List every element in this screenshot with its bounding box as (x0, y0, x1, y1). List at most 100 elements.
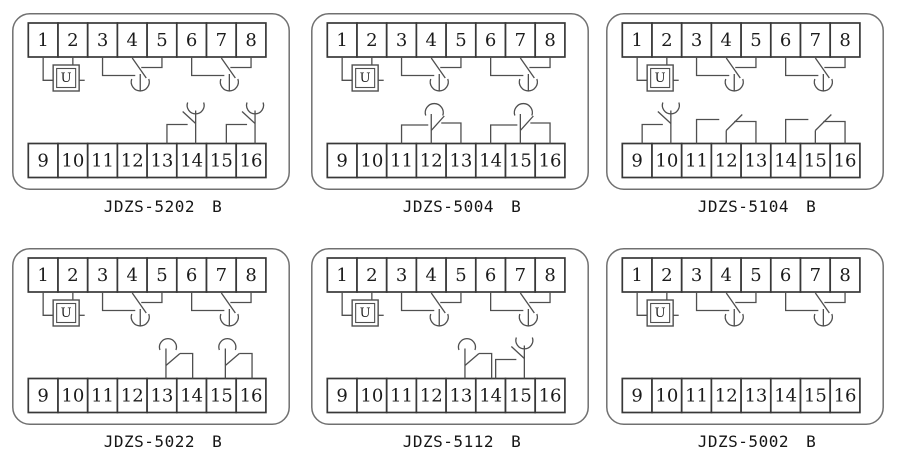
delay-arc-cup (724, 78, 744, 92)
lead-line (225, 123, 248, 144)
terminal-cell (205, 257, 238, 293)
terminal-number: 1 (37, 265, 48, 286)
delay-arc-dome (424, 102, 444, 116)
terminal-number: 6 (485, 30, 496, 51)
lead-line (141, 292, 163, 304)
delay-arc-cup (429, 78, 449, 92)
u-box-label: U (61, 306, 72, 321)
terminal-cell (769, 377, 802, 414)
terminal-number: 1 (37, 30, 48, 51)
lead-line (191, 57, 225, 77)
terminal-number: 15 (804, 386, 827, 407)
terminal-number: 3 (691, 265, 702, 286)
lead-line (141, 57, 163, 69)
lead-line (495, 358, 517, 379)
contact-blade (725, 114, 743, 131)
u-box-inner (355, 302, 376, 324)
terminal-number: 5 (156, 265, 167, 286)
u-box-outer (351, 299, 379, 327)
terminal-number: 5 (750, 30, 761, 51)
terminal-cell (829, 377, 861, 414)
terminal-number: 4 (127, 265, 138, 286)
contact-blade (220, 57, 236, 79)
lead-line (341, 292, 353, 316)
terminal-cell (445, 142, 477, 179)
delay-arc-cup (813, 313, 833, 327)
terminal-number: 1 (336, 30, 347, 51)
contact-6-7-8 (785, 57, 846, 92)
terminal-number: 16 (240, 151, 263, 172)
terminal-number: 10 (360, 386, 383, 407)
u-box-label: U (360, 71, 371, 86)
terminal-cell (27, 257, 59, 293)
contact-3-4-5 (695, 57, 757, 92)
terminal-number: 6 (186, 265, 197, 286)
terminal-number: 8 (839, 30, 850, 51)
terminal-number: 13 (150, 386, 173, 407)
terminal-number: 2 (366, 265, 377, 286)
terminal-number: 7 (216, 265, 227, 286)
lead-line (166, 123, 188, 144)
terminal-cell (175, 142, 208, 179)
terminal-number: 12 (420, 386, 443, 407)
lead-line (440, 57, 462, 69)
contact-13-14 (158, 337, 194, 379)
terminal-number: 10 (360, 151, 383, 172)
lead-line (490, 124, 518, 144)
terminal-cell (504, 257, 537, 293)
contact-blade (430, 292, 446, 314)
lead-line (641, 123, 663, 144)
voltage-coil-u: U (341, 57, 384, 92)
terminal-cell (445, 257, 477, 293)
terminal-number: 9 (336, 386, 347, 407)
terminal-number: 12 (420, 151, 443, 172)
lead-line (230, 57, 252, 69)
contact-14-15-16 (785, 114, 846, 144)
terminal-cell (710, 142, 742, 179)
terminal-cell (710, 257, 742, 293)
terminal-number: 9 (336, 151, 347, 172)
lead-line (695, 118, 720, 144)
delay-arc-dome (457, 337, 477, 351)
terminal-cell (356, 22, 388, 58)
u-box-outer (646, 299, 674, 327)
contact-15-16 (225, 102, 265, 144)
terminal-cell (146, 142, 178, 179)
lead-line (230, 292, 252, 304)
contact-3-4-5 (101, 57, 163, 92)
terminal-number: 5 (455, 265, 466, 286)
u-box-label: U (655, 306, 666, 321)
terminal-number: 12 (121, 386, 144, 407)
terminal-cell (205, 142, 238, 179)
voltage-coil-u: U (42, 57, 85, 92)
terminal-cell (710, 377, 742, 414)
terminal-cell (769, 142, 802, 179)
delay-arc-cup (186, 102, 205, 115)
terminal-number: 3 (97, 265, 108, 286)
lead-line (341, 57, 353, 81)
terminal-number: 8 (839, 265, 850, 286)
delay-arc-cup (661, 102, 680, 115)
contact-15-16 (218, 337, 253, 379)
terminal-number: 3 (396, 265, 407, 286)
terminal-cell (235, 22, 267, 58)
terminal-number: 5 (156, 30, 167, 51)
terminal-number: 15 (210, 386, 233, 407)
delay-arc-cup (813, 78, 833, 92)
terminal-number: 7 (515, 30, 526, 51)
terminal-number: 6 (186, 30, 197, 51)
delay-arc-cup (130, 78, 150, 92)
terminal-cell (235, 142, 267, 179)
terminal-cell (27, 22, 59, 58)
terminal-number: 16 (834, 386, 857, 407)
voltage-coil-u: U (42, 292, 85, 327)
terminal-number: 4 (127, 30, 138, 51)
lead-line (636, 292, 648, 316)
contact-13-14 (166, 102, 205, 144)
